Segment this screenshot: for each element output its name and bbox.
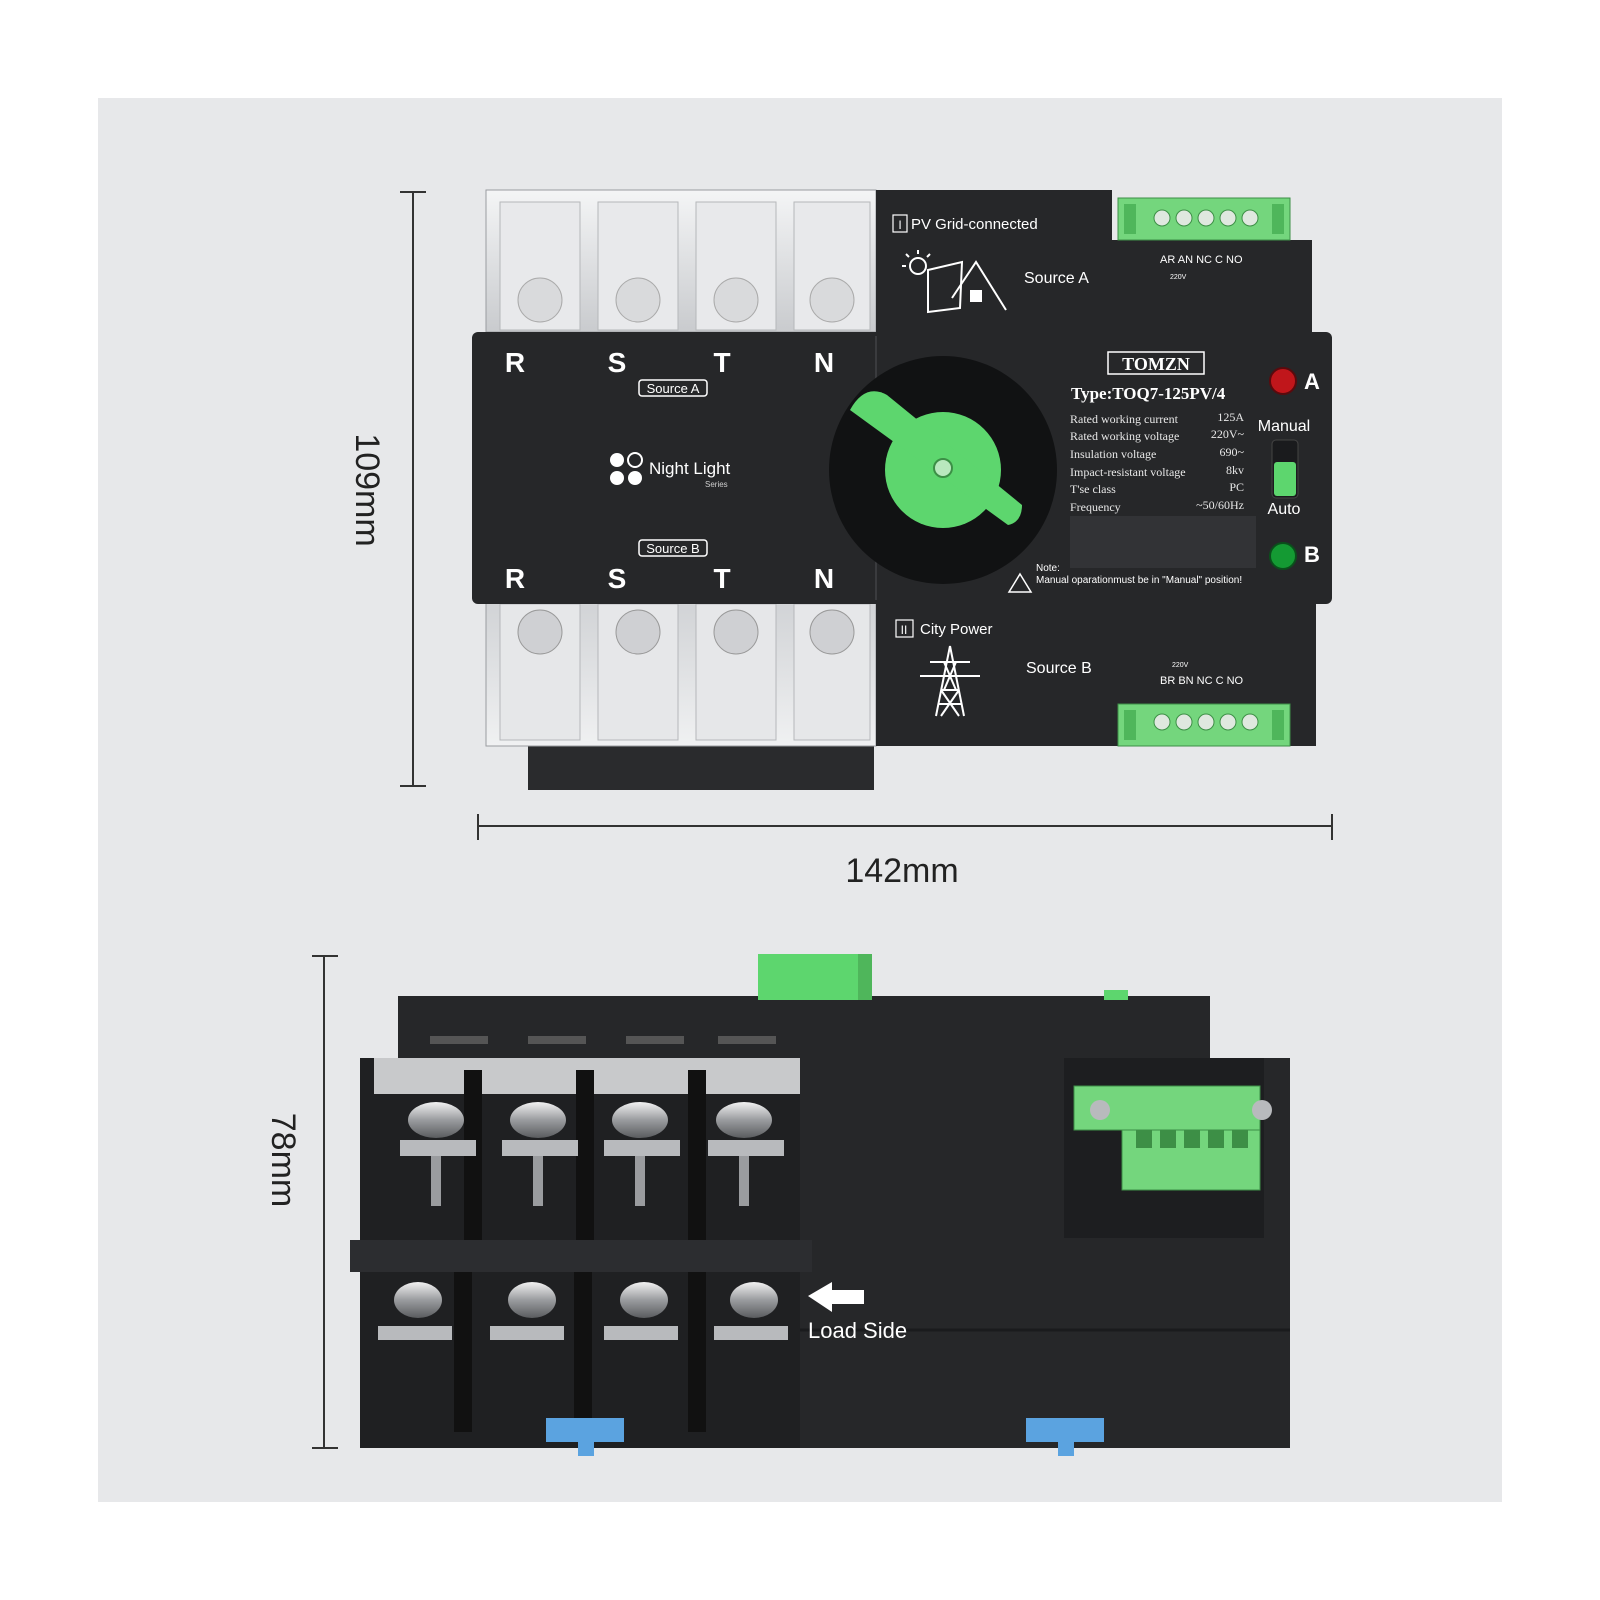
phase-label: S	[608, 347, 627, 378]
city-mark: II	[901, 623, 908, 637]
spec-label: Impact-resistant voltage	[1070, 465, 1186, 479]
dimension-line-width-top	[477, 814, 1333, 840]
height-side-label: 78mm	[264, 1113, 302, 1207]
phase-label: R	[505, 347, 525, 378]
manual-label: Manual	[1258, 418, 1310, 435]
din-rail-clip-right	[1026, 1418, 1104, 1456]
bottom-terminal-labels: BR BN NC C NO	[1160, 675, 1244, 687]
terminal-block-bottom	[1117, 703, 1291, 747]
warning-icon	[1007, 572, 1033, 593]
din-rail-clip-left	[546, 1418, 624, 1456]
indicator-a-label: A	[1304, 369, 1320, 394]
terminal-block-top	[1117, 197, 1291, 241]
brand-badge: TOMZN	[1107, 351, 1205, 375]
top-terminal-voltage: 220V	[1170, 274, 1187, 281]
brand-series-sub: Series	[705, 480, 728, 489]
bottom-terminal-cover	[485, 597, 877, 790]
top-terminal-labels: AR AN NC C NO	[1160, 254, 1243, 266]
dimension-line-height-top	[400, 191, 426, 787]
brand-name: TOMZN	[1122, 354, 1190, 374]
spec-table: Rated working current 125A Rated working…	[1070, 410, 1245, 514]
spec-value: 8kv	[1226, 463, 1244, 477]
phase-label: T	[713, 563, 730, 594]
bottom-terminal-voltage: 220V	[1172, 662, 1189, 669]
phase-label: N	[814, 347, 834, 378]
spec-label: Insulation voltage	[1070, 447, 1156, 461]
spec-value: 690~	[1220, 445, 1245, 459]
arrow-left-icon	[808, 1282, 864, 1312]
dimension-line-height-side	[312, 955, 338, 1449]
indicator-led-a	[1269, 367, 1297, 395]
load-side-label: Load Side	[808, 1318, 907, 1343]
terminal-dividers	[454, 1070, 706, 1432]
solar-house-icon	[902, 250, 1007, 314]
type-label: Type:TOQ7-125PV/4	[1071, 384, 1226, 403]
width-top-label: 142mm	[845, 852, 958, 890]
spec-label: Rated working current	[1070, 412, 1179, 426]
city-power-label: City Power	[920, 621, 993, 638]
spec-label: T'se class	[1070, 482, 1116, 496]
rotary-selector-knob[interactable]	[829, 356, 1057, 584]
blank-label-area	[1070, 516, 1256, 568]
phase-labels-top: R S T N	[505, 347, 834, 378]
phase-label: T	[713, 347, 730, 378]
manual-auto-switch[interactable]	[1271, 439, 1299, 499]
night-light-logo-icon	[610, 452, 643, 485]
source-b-tag: Source B	[646, 541, 699, 556]
phase-label: N	[814, 563, 834, 594]
source-a-tag: Source A	[647, 381, 700, 396]
source-a-module	[876, 190, 1112, 336]
pv-mark: I	[898, 218, 901, 232]
source-a-label: Source A	[1024, 270, 1089, 287]
note-title: Note:	[1036, 563, 1060, 574]
phase-labels-bottom: R S T N	[505, 563, 834, 594]
spec-label: Rated working voltage	[1070, 429, 1179, 443]
top-terminal-cover	[485, 189, 877, 333]
spec-value: ~50/60Hz	[1196, 498, 1244, 512]
spec-value: 125A	[1217, 410, 1244, 424]
power-tower-icon	[920, 645, 980, 717]
indicator-b-label: B	[1304, 542, 1320, 567]
pv-grid-label: PV Grid-connected	[911, 216, 1038, 233]
phase-label: S	[608, 563, 627, 594]
lower-terminal-screws	[378, 1282, 788, 1340]
side-view-body	[350, 954, 1290, 1448]
spec-value: 220V~	[1211, 427, 1245, 441]
phase-label: R	[505, 563, 525, 594]
upper-terminal-screws	[400, 1102, 784, 1206]
spec-value: PC	[1229, 480, 1244, 494]
height-top-label: 109mm	[348, 433, 386, 546]
brand-series: Night Light	[649, 459, 731, 478]
note-text: Manual oparationmust be in "Manual" posi…	[1036, 575, 1242, 586]
side-terminal-block	[1073, 1085, 1272, 1191]
auto-label: Auto	[1268, 501, 1301, 518]
source-b-label: Source B	[1026, 660, 1092, 677]
indicator-led-b	[1269, 542, 1297, 570]
spec-label: Frequency	[1070, 500, 1121, 514]
